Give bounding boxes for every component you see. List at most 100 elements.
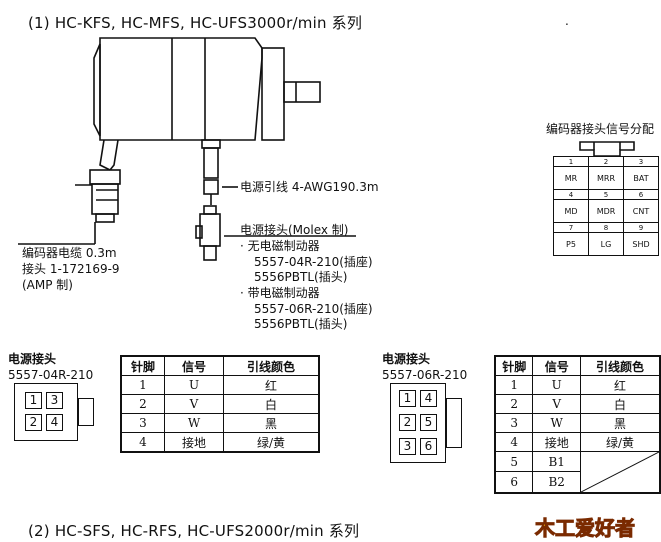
column-header: 信号 [164,355,224,376]
no-brake-label: · 无电磁制动器 [240,239,320,253]
pin-cell: 6 [420,438,437,455]
column-header: 针脚 [120,355,165,376]
pin-cell: 4 [420,390,437,407]
cell: B1 [532,450,581,473]
pin-cell: 1 [25,392,42,409]
section-title-2: (2) HC-SFS, HC-RFS, HC-UFS2000r/min 系列 [28,522,360,540]
left-connector-model: 5557-04R-210 [8,368,94,382]
cell: 3 [120,413,165,433]
cell: 接地 [164,432,224,453]
signal-name: MRR [588,166,624,190]
encoder-cable-label: 编码器电缆 0.3m [22,246,117,260]
cell: 白 [223,394,320,414]
pin-cell: 5 [420,414,437,431]
signal-name: MD [553,199,589,223]
cell: V [532,394,581,414]
cell: 红 [579,375,661,395]
with-brake-label: · 带电磁制动器 [240,286,320,300]
cell: B2 [532,471,581,494]
signal-map-title: 编码器接头信号分配 [546,122,655,136]
signal-name: MDR [588,199,624,223]
right-connector-label: 电源接头 [382,352,431,366]
encoder-connector-label: 接头 1-172169-9 [22,262,120,276]
cell: 6 [494,471,534,494]
column-header: 引线颜色 [223,355,320,376]
left-connector-latch [78,398,94,426]
pin-number: 6 [623,189,659,200]
with-brake-plug: 5556PBTL(插头) [254,317,348,331]
right-connector-latch [446,398,462,448]
blank-diagonal-cell [579,451,661,494]
cell: 白 [579,394,661,414]
stray-dot: . [565,14,569,28]
cell: V [164,394,224,414]
signal-name: CNT [623,199,659,223]
pin-cell: 4 [46,414,63,431]
power-connector-title: 电源接头(Molex 制) [240,223,349,237]
column-header: 引线颜色 [579,355,661,376]
cell: U [164,375,224,395]
encoder-maker-label: (AMP 制) [22,278,73,292]
diagonal-line [580,452,659,492]
cell: 4 [120,432,165,453]
pin-number: 1 [553,156,589,167]
pin-cell: 3 [46,392,63,409]
cell: 5 [494,450,534,473]
pin-cell: 1 [399,390,416,407]
pin-number: 4 [553,189,589,200]
section-title-1: (1) HC-KFS, HC-MFS, HC-UFS3000r/min 系列 [28,14,363,32]
right-connector-face: 1 4 2 5 3 6 [390,383,446,463]
pin-number: 5 [588,189,624,200]
pin-cell: 2 [399,414,416,431]
cell: 1 [120,375,165,395]
with-brake-socket: 5557-06R-210(插座) [254,302,373,316]
watermark-logo: 木工爱好者 [535,516,636,541]
pin-cell: 3 [399,438,416,455]
power-lead-label: 电源引线 4-AWG190.3m [240,180,379,194]
cell: 绿/黄 [223,432,320,453]
cell: 2 [120,394,165,414]
no-brake-plug: 5556PBTL(插头) [254,270,348,284]
cell: W [532,413,581,433]
cell: 黑 [579,413,661,433]
signal-name: BAT [623,166,659,190]
pin-number: 9 [623,222,659,233]
no-brake-socket: 5557-04R-210(插座) [254,255,373,269]
signal-name: SHD [623,232,659,256]
pin-number: 2 [588,156,624,167]
right-connector-model: 5557-06R-210 [382,368,468,382]
cell: 2 [494,394,534,414]
cell: 3 [494,413,534,433]
left-connector-label: 电源接头 [8,352,57,366]
cell: 红 [223,375,320,395]
signal-name: MR [553,166,589,190]
signal-name: LG [588,232,624,256]
column-header: 针脚 [494,355,534,376]
cell: U [532,375,581,395]
cell: 绿/黄 [579,432,661,452]
pin-number: 8 [588,222,624,233]
pin-number: 7 [553,222,589,233]
cell: W [164,413,224,433]
pin-number: 3 [623,156,659,167]
signal-name: P5 [553,232,589,256]
pin-cell: 2 [25,414,42,431]
cell: 4 [494,432,534,452]
cell: 接地 [532,432,581,452]
cell: 1 [494,375,534,395]
column-header: 信号 [532,355,581,376]
cell: 黑 [223,413,320,433]
